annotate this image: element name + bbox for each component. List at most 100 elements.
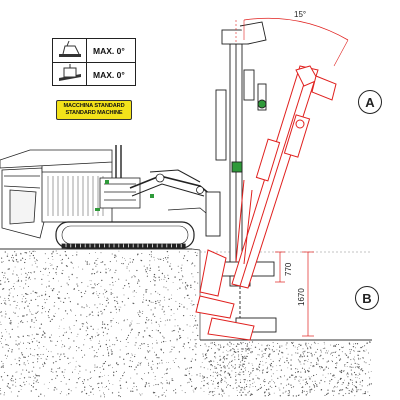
ground-speckle bbox=[88, 253, 90, 255]
ground-speckle bbox=[34, 278, 36, 280]
ground-speckle bbox=[194, 315, 196, 317]
ground-speckle bbox=[152, 343, 153, 345]
ground-speckle bbox=[102, 304, 104, 306]
ground-speckle bbox=[227, 354, 229, 356]
ground-speckle bbox=[37, 310, 39, 312]
ground-speckle bbox=[64, 310, 67, 312]
ground-speckle bbox=[27, 293, 29, 295]
ground-speckle bbox=[344, 365, 346, 367]
ground-speckle bbox=[244, 355, 246, 357]
ground-speckle bbox=[309, 346, 311, 348]
ground-speckle bbox=[192, 348, 194, 351]
ground-speckle bbox=[141, 378, 143, 380]
ground-speckle bbox=[189, 325, 191, 327]
ground-speckle bbox=[21, 352, 23, 354]
ground-speckle bbox=[0, 387, 1, 389]
ground-speckle bbox=[245, 369, 247, 371]
ground-speckle bbox=[189, 315, 191, 317]
ground-speckle bbox=[57, 294, 59, 295]
ground-speckle bbox=[363, 357, 364, 359]
ground-speckle bbox=[208, 346, 210, 348]
ground-speckle bbox=[39, 327, 41, 329]
ground-speckle bbox=[110, 311, 112, 314]
ground-speckle bbox=[102, 312, 104, 314]
ground-speckle bbox=[99, 303, 101, 305]
ground-speckle bbox=[107, 349, 109, 351]
ground-speckle bbox=[89, 371, 91, 373]
ground-speckle bbox=[142, 336, 144, 338]
ground-speckle bbox=[90, 340, 92, 341]
ground-speckle bbox=[157, 292, 159, 294]
ground-speckle bbox=[52, 251, 54, 253]
ground-speckle bbox=[306, 345, 308, 347]
ground-speckle bbox=[344, 363, 346, 366]
ground-speckle bbox=[119, 384, 122, 387]
ground-speckle bbox=[97, 334, 99, 337]
ground-speckle bbox=[132, 390, 134, 392]
ground-speckle bbox=[251, 345, 252, 346]
ground-speckle bbox=[298, 394, 300, 396]
ground-speckle bbox=[236, 390, 238, 391]
ground-speckle bbox=[220, 360, 222, 361]
ground-speckle bbox=[219, 355, 221, 357]
ground-speckle bbox=[82, 268, 84, 270]
ground-speckle bbox=[159, 304, 161, 306]
ground-speckle bbox=[347, 372, 349, 374]
ground-speckle bbox=[12, 260, 15, 262]
ground-speckle bbox=[240, 389, 242, 391]
ground-speckle bbox=[292, 374, 294, 376]
ground-speckle bbox=[186, 259, 189, 262]
ground-speckle bbox=[305, 344, 307, 346]
ground-speckle bbox=[167, 261, 169, 263]
ground-speckle bbox=[91, 311, 93, 313]
ground-speckle bbox=[82, 380, 84, 383]
ground-speckle bbox=[147, 320, 149, 322]
ground-speckle bbox=[249, 376, 251, 377]
ground-speckle bbox=[81, 390, 83, 393]
angle-dimension: 15° bbox=[235, 10, 349, 67]
ground-speckle bbox=[118, 322, 119, 324]
ground-speckle bbox=[155, 321, 157, 323]
ground-speckle bbox=[13, 301, 15, 303]
ground-speckle bbox=[131, 277, 133, 279]
ground-speckle bbox=[122, 287, 124, 289]
ground-speckle bbox=[101, 261, 104, 263]
ground-speckle bbox=[230, 349, 232, 351]
ground-speckle bbox=[109, 364, 111, 366]
ground-speckle bbox=[23, 287, 25, 289]
ground-speckle bbox=[102, 368, 105, 370]
ground-speckle bbox=[43, 383, 45, 385]
ground-speckle bbox=[210, 380, 212, 381]
ground-speckle bbox=[240, 364, 242, 366]
ground-speckle bbox=[25, 283, 27, 285]
ground-speckle bbox=[179, 338, 181, 339]
ground-speckle bbox=[188, 381, 190, 383]
track-pad bbox=[124, 243, 129, 249]
ground-speckle bbox=[98, 343, 100, 344]
ground-speckle bbox=[151, 360, 154, 362]
ground-speckle bbox=[116, 260, 118, 262]
ground-speckle bbox=[73, 288, 75, 290]
ground-speckle bbox=[238, 358, 240, 361]
ground-speckle bbox=[267, 394, 270, 396]
ground-speckle bbox=[173, 362, 175, 363]
ground-speckle bbox=[43, 361, 45, 363]
ground-speckle bbox=[55, 268, 57, 270]
ground-speckle bbox=[149, 267, 152, 269]
ground-speckle bbox=[285, 390, 287, 392]
ground-speckle bbox=[167, 277, 170, 280]
ground-speckle bbox=[110, 325, 112, 327]
ground-speckle bbox=[286, 357, 288, 359]
ground-speckle bbox=[102, 331, 105, 333]
ground-speckle bbox=[240, 394, 243, 396]
ground-speckle bbox=[9, 387, 11, 389]
badge-line-2: STANDARD MACHINE bbox=[65, 110, 123, 116]
ground-speckle bbox=[220, 370, 221, 372]
ground-speckle bbox=[20, 373, 22, 375]
ground-speckle bbox=[105, 291, 107, 293]
ground-speckle bbox=[44, 268, 46, 270]
ground-speckle bbox=[123, 372, 124, 374]
ground-speckle bbox=[88, 314, 90, 316]
ground-speckle bbox=[282, 352, 284, 354]
ground-speckle bbox=[352, 358, 354, 360]
